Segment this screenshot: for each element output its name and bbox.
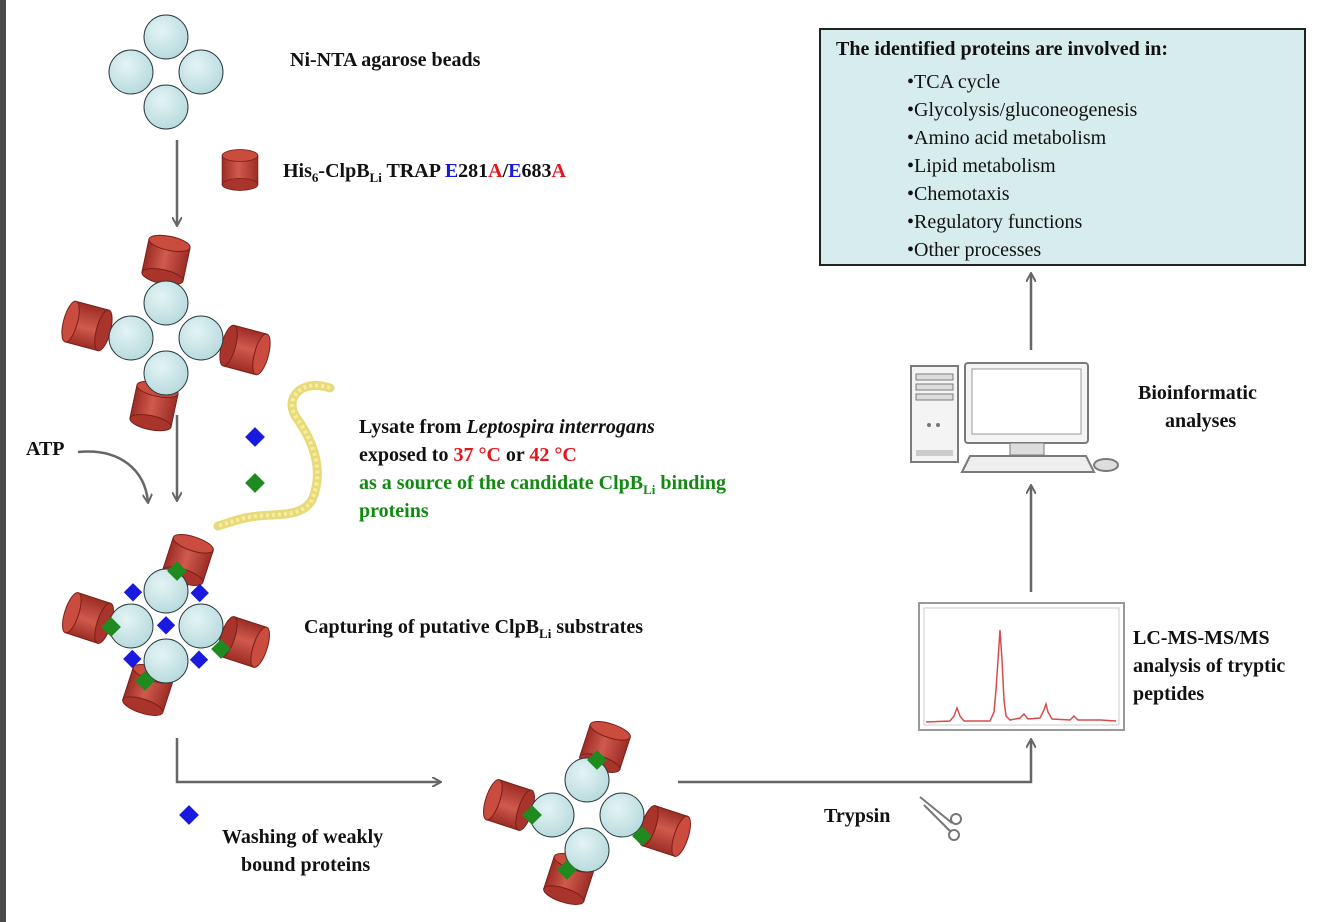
capture-complex xyxy=(58,530,274,720)
washing-label-2: bound proteins xyxy=(241,854,371,876)
bead-clpb-complex xyxy=(57,231,275,435)
results-item: Glycolysis/gluconeogenesis xyxy=(907,96,1137,124)
trypsin-label: Trypsin xyxy=(824,805,891,827)
washed-diamond-icon xyxy=(179,805,199,825)
results-item: Amino acid metabolism xyxy=(907,124,1137,152)
results-list: TCA cycle Glycolysis/gluconeogenesis Ami… xyxy=(907,68,1137,264)
atp-diamond-icon xyxy=(245,427,265,447)
clpb-cylinder-icon xyxy=(221,149,259,191)
lysate-line-3: as a source of the candidate ClpBLi bind… xyxy=(359,472,726,497)
lysate-line-1: Lysate from Leptospira interrogans xyxy=(359,416,655,438)
protein-helix-icon xyxy=(213,381,335,531)
results-item: Regulatory functions xyxy=(907,208,1137,236)
lcms-label-1: LC-MS-MS/MS xyxy=(1133,627,1270,649)
results-item: Lipid metabolism xyxy=(907,152,1137,180)
arrow-wash-to-lcms xyxy=(678,740,1031,784)
results-item: Chemotaxis xyxy=(907,180,1137,208)
atp-arrow xyxy=(77,450,148,502)
computer-icon xyxy=(910,362,1119,473)
lysate-line-2: exposed to 37 °C or 42 °C xyxy=(359,444,577,466)
results-box: The identified proteins are involved in:… xyxy=(819,28,1306,266)
arrow-capture-to-wash xyxy=(175,738,440,782)
lysate-line-4: proteins xyxy=(359,500,429,522)
chromatogram-panel xyxy=(918,602,1125,731)
trap-label: His6-ClpBLi TRAP E281A/E683A xyxy=(283,160,566,185)
capturing-label: Capturing of putative ClpBLi substrates xyxy=(304,616,643,641)
lcms-label-2: analysis of tryptic xyxy=(1133,655,1286,677)
atp-label: ATP xyxy=(26,438,65,460)
washing-label-1: Washing of weakly xyxy=(222,826,384,848)
beads-label: Ni-NTA agarose beads xyxy=(290,49,481,71)
bead-cluster xyxy=(108,14,224,130)
left-border xyxy=(0,0,6,922)
results-item: TCA cycle xyxy=(907,68,1137,96)
bioinformatic-label-2: analyses xyxy=(1165,410,1237,432)
results-heading: The identified proteins are involved in: xyxy=(836,38,1169,60)
washed-complex xyxy=(479,717,695,909)
results-item: Other processes xyxy=(907,236,1137,264)
lcms-label-3: peptides xyxy=(1133,683,1205,705)
scissors-icon xyxy=(919,796,962,841)
substrate-diamond-icon xyxy=(245,473,265,493)
bioinformatic-label-1: Bioinformatic xyxy=(1138,382,1257,404)
